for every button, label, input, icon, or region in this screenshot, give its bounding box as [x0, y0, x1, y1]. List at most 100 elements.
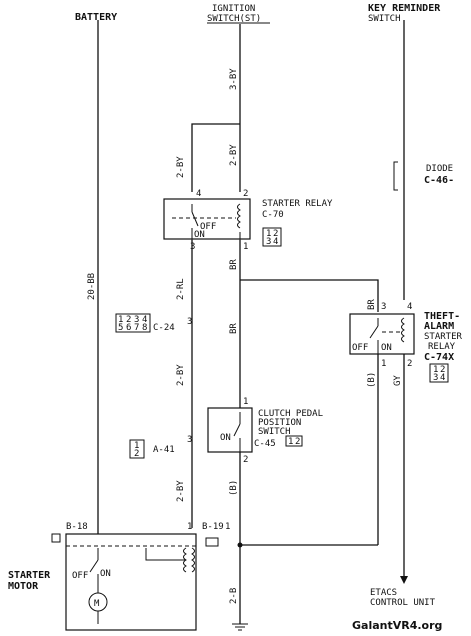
clutch-pin-1: 1: [243, 397, 248, 407]
c24-connector-icon: 1 2 3 4 5 6 7 8: [115, 313, 151, 333]
relay-pin-3: 3: [190, 242, 195, 252]
a41-icon-pin-2: 2: [134, 449, 139, 459]
clutch-icon-pin-1: 1: [288, 437, 293, 447]
theft-pin-1: 1: [381, 359, 386, 369]
battery-feed-wire-label: 20-BB: [87, 273, 97, 300]
theft-connector-label: C-74X: [424, 352, 454, 363]
theft-label-3: STARTER: [424, 332, 463, 342]
ground-wire-label: 2-B: [229, 588, 239, 604]
theft-icon-pin-1: 1: [433, 365, 438, 375]
watermark: GalantVR4.org: [352, 619, 442, 632]
etacs-label-1: ETACS: [370, 588, 397, 598]
c24-icon-pin-8: 8: [142, 323, 147, 333]
b19-connector-label: B-19: [202, 522, 224, 532]
by-lower-label-2: 2-BY: [176, 480, 186, 502]
a41-connector-label: A-41: [153, 445, 175, 455]
c24-icon-pin-3: 3: [134, 315, 139, 325]
ignition-switch-label-2: SWITCH(ST): [207, 14, 261, 24]
relay-icon-pin-1: 1: [266, 229, 271, 239]
relay-switch-blade: [191, 211, 199, 227]
relay-icon-pin-3: 3: [266, 237, 271, 247]
theft-br-label: BR: [367, 299, 377, 310]
starter-relay-label: STARTER RELAY: [262, 199, 333, 209]
relay-on-label: ON: [194, 230, 205, 240]
battery-label: BATTERY: [75, 12, 117, 23]
ig-st-wire-label: 3-BY: [229, 68, 239, 90]
br-wire-label-2: BR: [229, 323, 239, 334]
starter-motor-label-2: MOTOR: [8, 581, 39, 592]
c24-icon-pin-4: 4: [142, 315, 147, 325]
ignition-switch-label-1: IGNITION: [212, 4, 255, 14]
relay-pin-4: 4: [196, 189, 201, 199]
clutch-icon-pin-2: 2: [295, 437, 300, 447]
c24-pin-3: 3: [187, 317, 192, 327]
br-wire-label-1: BR: [229, 259, 239, 270]
b19-connector-icon: [205, 537, 219, 547]
b18-connector-icon: [51, 533, 61, 543]
theft-connector-icon: 1 2 3 4: [429, 363, 449, 383]
theft-pin-4: 4: [407, 302, 412, 312]
etacs-label-2: CONTROL UNIT: [370, 598, 436, 608]
c24-icon-pin-7: 7: [134, 323, 139, 333]
by-lower-label-1: 2-BY: [176, 364, 186, 386]
starter-relay-coil: [237, 203, 241, 229]
a41-icon-pin-1: 1: [134, 441, 139, 451]
starter-internal-wire: [145, 548, 186, 561]
motor-symbol: M: [94, 599, 100, 609]
clutch-b-label: (B): [229, 480, 239, 496]
clutch-label-2: POSITION: [258, 418, 301, 428]
theft-icon-pin-2: 2: [440, 365, 445, 375]
theft-icon-pin-3: 3: [433, 373, 438, 383]
theft-switch-blade: [369, 325, 379, 339]
c24-icon-pin-2: 2: [126, 315, 131, 325]
diode-label: DIODE: [426, 164, 453, 174]
theft-icon-pin-4: 4: [440, 373, 445, 383]
theft-pin-2: 2: [407, 359, 412, 369]
a41-connector-icon: 1 2: [129, 439, 145, 459]
diode-connector: C-46-: [424, 175, 454, 186]
motor-switch-blade: [89, 559, 99, 573]
diode-bracket: [393, 161, 398, 191]
relay-out-wire-label: 2-RL: [176, 278, 186, 300]
starter-motor-box: [65, 533, 197, 631]
key-reminder-label-1: KEY REMINDER: [368, 3, 441, 14]
theft-on-label: ON: [381, 343, 392, 353]
relay-pin-1: 1: [243, 242, 248, 252]
motor-on-label: ON: [100, 569, 111, 579]
clutch-switch-blade: [233, 423, 241, 437]
relay-in-left-label: 2-BY: [176, 156, 186, 178]
clutch-connector-label: C-45: [254, 439, 276, 449]
clutch-label-1: CLUTCH PEDAL: [258, 409, 323, 419]
clutch-label-3: SWITCH: [258, 427, 291, 437]
br-to-theft-wire: [240, 279, 379, 312]
c24-icon-pin-1: 1: [118, 315, 123, 325]
starter-relay-connector-icon: 1 2 3 4: [262, 227, 282, 247]
starter-solenoid-coil-2: [191, 547, 195, 573]
theft-relay-box: [349, 313, 415, 355]
relay-off-label: OFF: [200, 222, 216, 232]
clutch-switch-box: [207, 407, 253, 453]
theft-relay-coil: [401, 317, 405, 343]
starter-relay-box: [163, 198, 251, 240]
c24-icon-pin-6: 6: [126, 323, 131, 333]
b18-pin-1: 1: [187, 522, 192, 532]
clutch-pin-2: 2: [243, 455, 248, 465]
theft-pin-3: 3: [381, 302, 386, 312]
theft-b-label: (B): [367, 372, 377, 388]
theft-label-4: RELAY: [428, 342, 456, 352]
motor-off-label: OFF: [72, 571, 88, 581]
relay-pin-2: 2: [243, 189, 248, 199]
c24-icon-pin-5: 5: [118, 323, 123, 333]
c24-connector-label: C-24: [153, 323, 175, 333]
clutch-connector-icon: 1 2: [285, 435, 303, 447]
etacs-arrow-icon: [400, 576, 408, 584]
key-reminder-label-2: SWITCH: [368, 14, 401, 24]
relay-in-wire-label: 2-BY: [229, 144, 239, 166]
starter-relay-connector: C-70: [262, 210, 284, 220]
b19-pin-1: 1: [225, 522, 230, 532]
theft-gy-label: GY: [393, 375, 403, 386]
relay-pin4-feed-wire: [191, 123, 240, 192]
theft-label-1: THEFT-: [424, 311, 460, 322]
theft-label-2: ALARM: [424, 321, 454, 332]
